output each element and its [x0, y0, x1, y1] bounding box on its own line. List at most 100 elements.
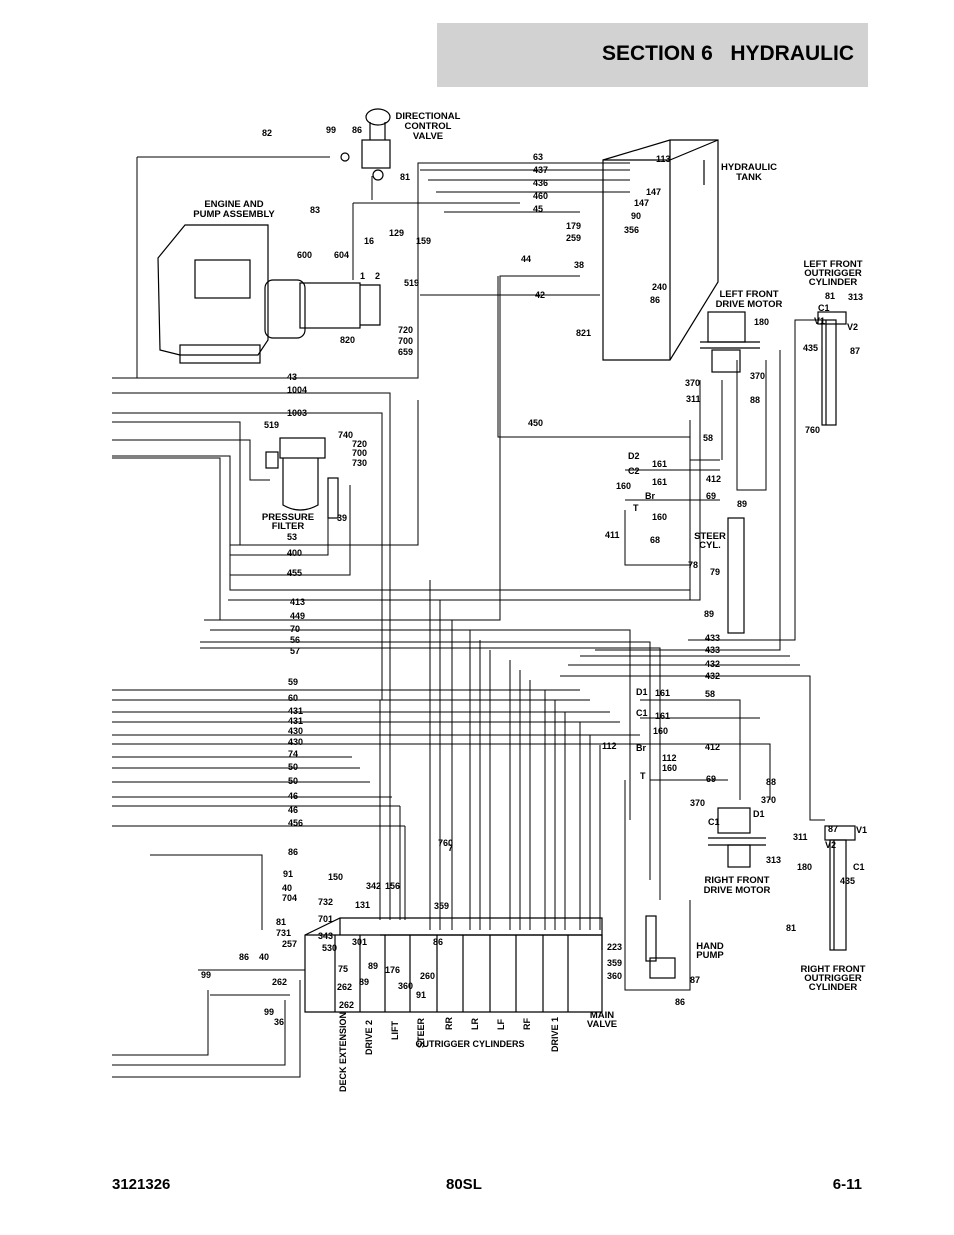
callout-number: D1 [636, 687, 648, 697]
callout-number: 262 [272, 977, 287, 987]
valve-section-label: DECK EXTENSION [338, 1012, 348, 1092]
callout-number: 262 [339, 1000, 354, 1010]
callout-number: 86 [239, 952, 249, 962]
callout-number: 356 [624, 225, 639, 235]
callout-number: 87 [690, 975, 700, 985]
callout-number: 450 [528, 418, 543, 428]
callout-number: 720 [398, 325, 413, 335]
callout-number: 370 [690, 798, 705, 808]
callout-number: 89 [704, 609, 714, 619]
callout-number: D1 [753, 809, 765, 819]
callout-number: 86 [433, 937, 443, 947]
callout-number: 70 [290, 624, 300, 634]
callout-number: 240 [652, 282, 667, 292]
valve-section-label: RR [444, 1017, 454, 1030]
callout-number: 91 [416, 990, 426, 1000]
callout-number: 63 [533, 152, 543, 162]
model-name: 80SL [446, 1176, 482, 1193]
callout-number: 260 [420, 971, 435, 981]
callout-number: 412 [705, 742, 720, 752]
callout-number: 89 [359, 977, 369, 987]
callout-number: 456 [288, 818, 303, 828]
callout-number: 82 [262, 128, 272, 138]
callout-number: 83 [310, 205, 320, 215]
callout-number: 159 [416, 236, 431, 246]
callout-number: 39 [337, 513, 347, 523]
callout-number: 160 [652, 512, 667, 522]
callout-number: 704 [282, 893, 297, 903]
callout-number: Br [645, 491, 655, 501]
callout-number: 301 [352, 937, 367, 947]
callout-number: 16 [364, 236, 374, 246]
callout-number: 160 [662, 763, 677, 773]
valve-section-label: LF [496, 1019, 506, 1030]
callout-number: 74 [288, 749, 298, 759]
callout-number: 81 [400, 172, 410, 182]
callout-number: 45 [533, 204, 543, 214]
callout-number: 519 [404, 278, 419, 288]
callout-number: 604 [334, 250, 349, 260]
callout-number: 720 [352, 439, 367, 449]
callout-number: 262 [337, 982, 352, 992]
callout-number: 87 [828, 824, 838, 834]
callout-number: 435 [803, 343, 818, 353]
callout-number: 179 [566, 221, 581, 231]
callout-number: 75 [338, 964, 348, 974]
callout-number: 430 [288, 737, 303, 747]
callout-number: 259 [566, 233, 581, 243]
callout-number: 86 [675, 997, 685, 1007]
callout-number: 112 [662, 753, 677, 763]
callout-number: 370 [685, 378, 700, 388]
callout-number: 161 [655, 688, 670, 698]
callout-number: 820 [340, 335, 355, 345]
callout-number: 156 [385, 881, 400, 891]
callout-number: 91 [283, 869, 293, 879]
callout-number: 58 [703, 433, 713, 443]
callout-number: Br [636, 743, 646, 753]
callout-number: 460 [533, 191, 548, 201]
callout-number: 519 [264, 420, 279, 430]
callout-number: 57 [290, 646, 300, 656]
callout-number: T [633, 503, 639, 513]
callout-number: 412 [706, 474, 721, 484]
callout-number: 342 [366, 881, 381, 891]
callout-number: 1003 [287, 408, 307, 418]
callout-number: 449 [290, 611, 305, 621]
callout-number: 81 [276, 917, 286, 927]
valve-section-label: STEER [416, 1017, 426, 1048]
callout-number: 180 [797, 862, 812, 872]
callout-number: 359 [434, 901, 449, 911]
callout-number: V1 [814, 316, 825, 326]
valve-section-label: DRIVE 1 [550, 1017, 560, 1052]
callout-number: 600 [297, 250, 312, 260]
callout-number: 430 [288, 726, 303, 736]
callout-number: 311 [793, 832, 808, 842]
callout-number: 58 [705, 689, 715, 699]
callout-number: 311 [686, 394, 701, 404]
callout-number: 176 [385, 965, 400, 975]
callout-number: T [640, 771, 646, 781]
callout-number: 313 [848, 292, 863, 302]
callout-number: 150 [328, 872, 343, 882]
callout-number: D2 [628, 451, 640, 461]
callout-number: 60 [288, 693, 298, 703]
doc-number: 3121326 [112, 1176, 171, 1193]
callout-number: 36 [274, 1017, 284, 1027]
callout-number: C1 [853, 862, 865, 872]
callout-number: 88 [766, 777, 776, 787]
callout-number: 701 [318, 914, 333, 924]
callout-number: 131 [355, 900, 370, 910]
callout-number: 760 [438, 838, 453, 848]
callout-number: 821 [576, 328, 591, 338]
callout-number: 43 [287, 372, 297, 382]
callout-number: 161 [655, 711, 670, 721]
